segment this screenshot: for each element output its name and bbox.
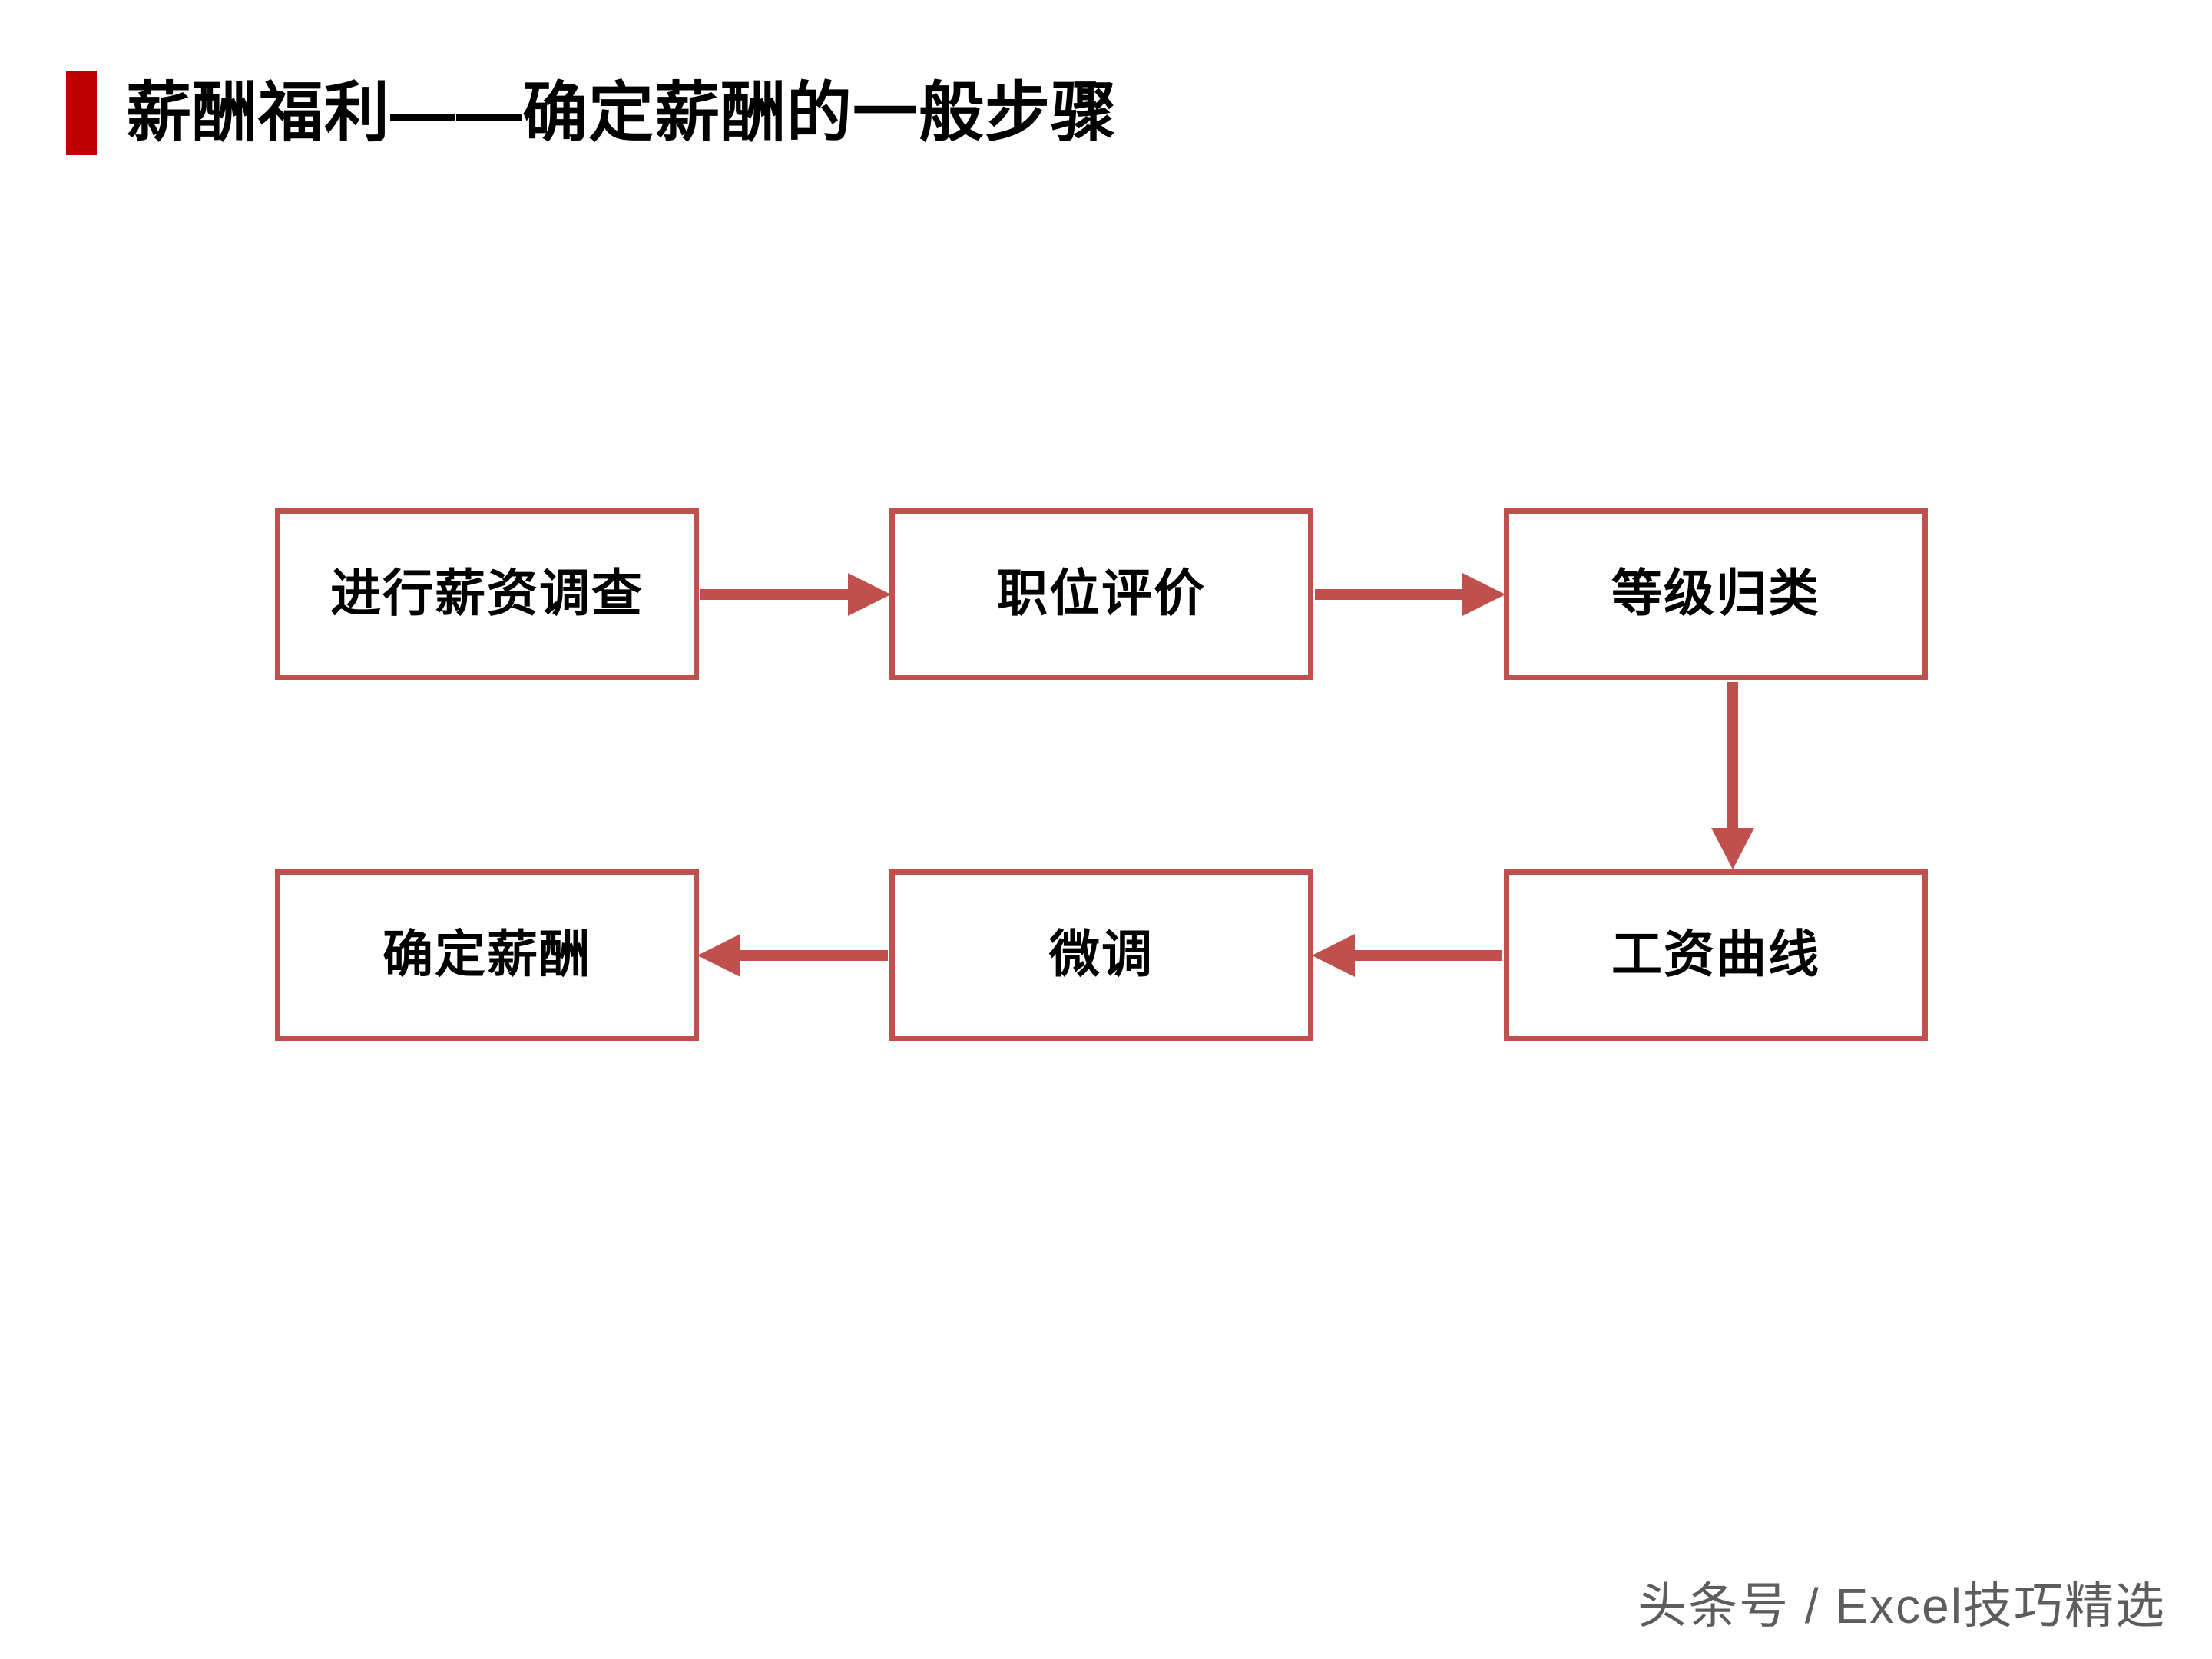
flow-node-wage-curve[interactable]: 工资曲线: [1504, 869, 1928, 1041]
flow-node-grade-classification[interactable]: 等级归类: [1504, 508, 1928, 680]
flow-node-label: 进行薪资调查: [330, 566, 644, 622]
page-title: 薪酬福利——确定薪酬的一般步骤: [126, 76, 1118, 150]
flow-node-survey[interactable]: 进行薪资调查: [275, 508, 699, 680]
arrow-wagecurve-to-finetune: [1312, 934, 1502, 977]
flow-node-label: 职位评价: [997, 566, 1206, 622]
flow-node-label: 等级归类: [1611, 566, 1820, 622]
page-title-row: 薪酬福利——确定薪酬的一般步骤: [66, 71, 1117, 155]
flow-node-label: 工资曲线: [1611, 927, 1820, 983]
title-accent-bar: [66, 71, 97, 155]
flow-node-fine-tune[interactable]: 微调: [889, 869, 1313, 1041]
arrow-evaluation-to-grading: [1315, 573, 1505, 616]
flow-node-label: 微调: [1049, 927, 1154, 983]
flow-node-job-evaluation[interactable]: 职位评价: [889, 508, 1313, 680]
watermark-text: 头条号 / Excel技巧精选: [1637, 1578, 2166, 1634]
arrow-survey-to-evaluation: [700, 573, 891, 616]
flow-node-determine-salary[interactable]: 确定薪酬: [275, 869, 699, 1041]
arrow-grading-to-wagecurve: [1711, 682, 1754, 869]
arrow-finetune-to-finalpay: [697, 934, 888, 977]
flow-node-label: 确定薪酬: [382, 927, 591, 983]
